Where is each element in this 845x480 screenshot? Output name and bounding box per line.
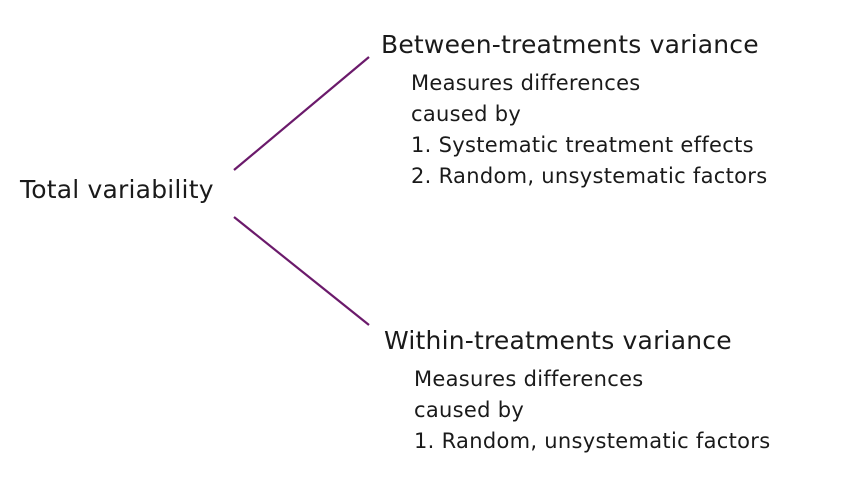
description-line: Measures differences xyxy=(414,367,644,391)
between-treatments-title: Between-treatments variance xyxy=(381,30,759,59)
within-treatments-branch: Within-treatments variance Measures diff… xyxy=(384,324,770,457)
root-node-label: Total variability xyxy=(20,175,214,204)
connector-to-between xyxy=(233,56,370,171)
description-line: Measures differences xyxy=(411,71,641,95)
description-line: 1. Random, unsystematic factors xyxy=(414,429,771,453)
description-line: caused by xyxy=(414,398,525,422)
description-line: 1. Systematic treatment effects xyxy=(411,133,754,157)
within-treatments-description: Measures differences caused by 1. Random… xyxy=(414,364,770,457)
description-line: 2. Random, unsystematic factors xyxy=(411,164,768,188)
connector-to-within xyxy=(233,216,370,326)
between-treatments-branch: Between-treatments variance Measures dif… xyxy=(381,28,767,192)
description-line: caused by xyxy=(411,102,522,126)
within-treatments-title: Within-treatments variance xyxy=(384,326,732,355)
between-treatments-description: Measures differences caused by 1. System… xyxy=(411,68,767,192)
